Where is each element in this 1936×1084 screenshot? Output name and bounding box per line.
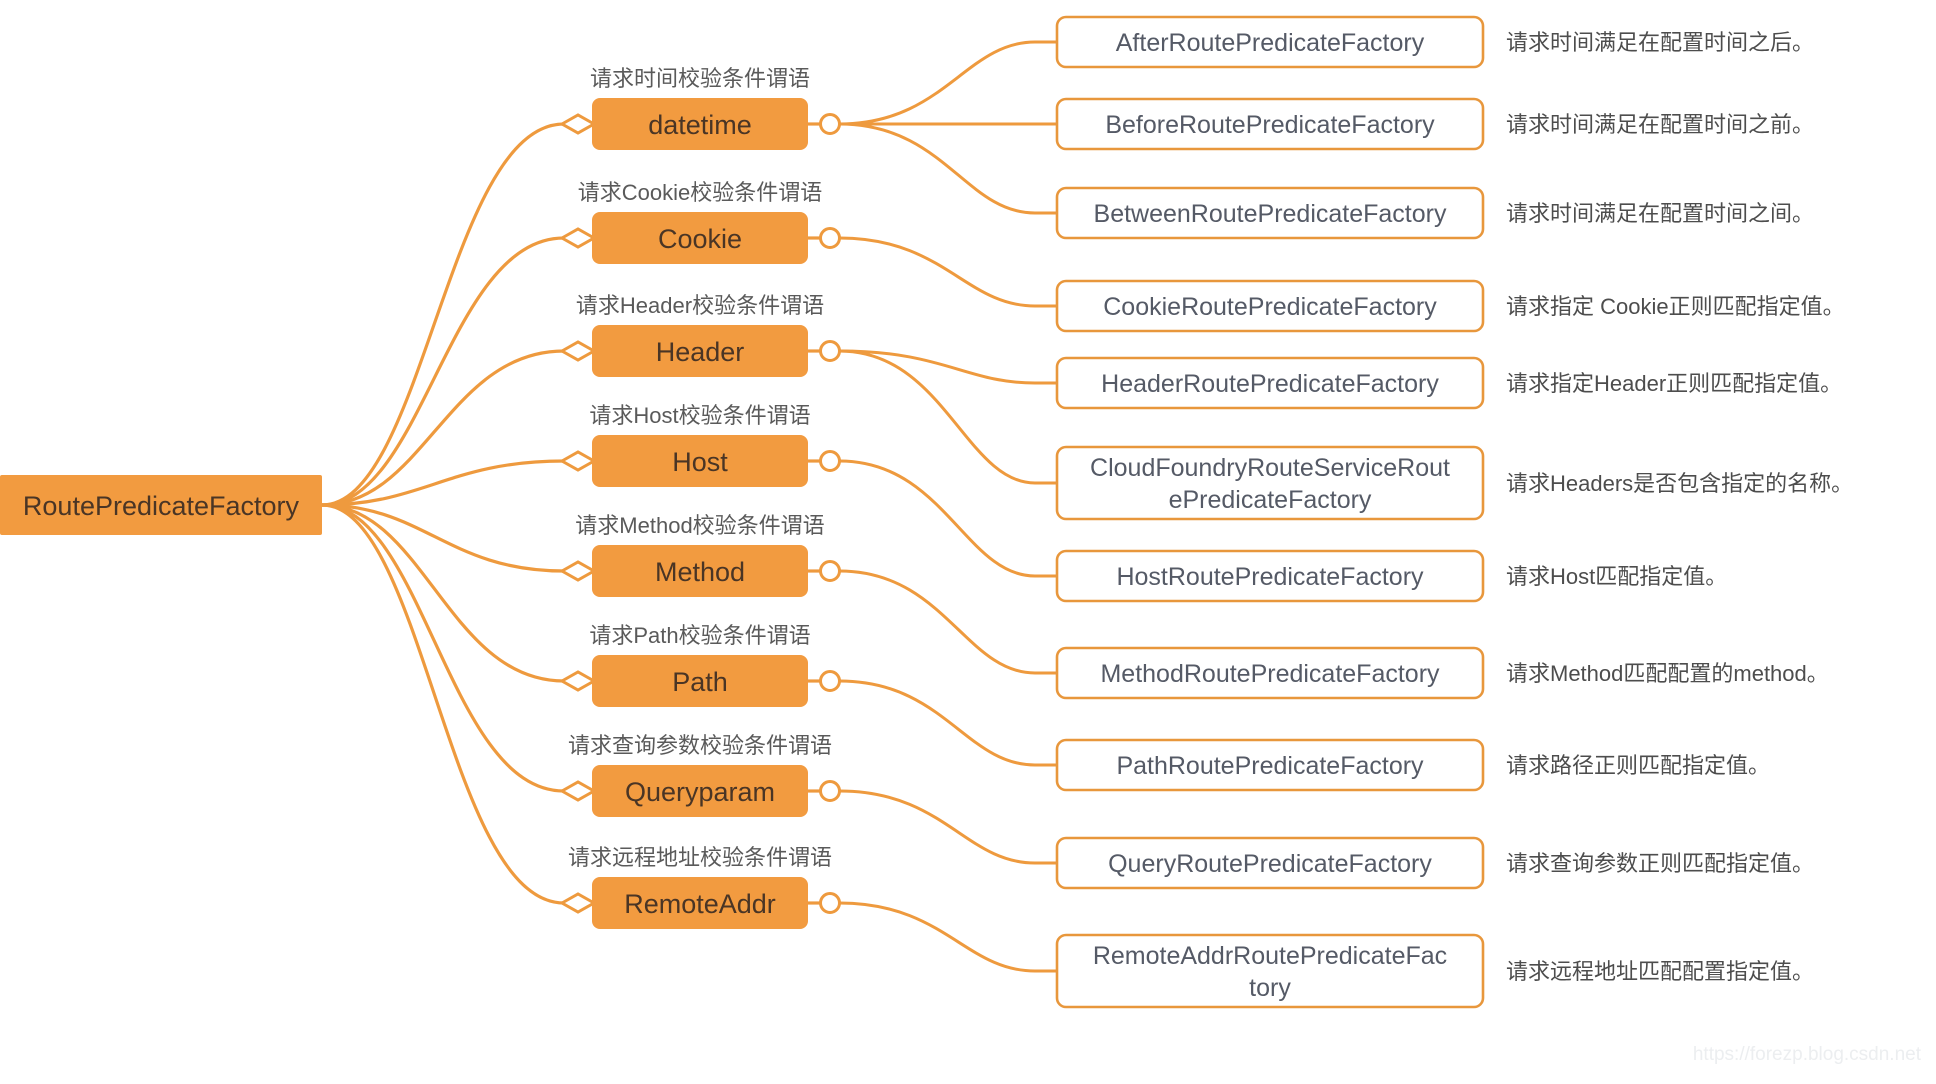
leaf-description: 请求Method匹配配置的method。 [1506, 661, 1829, 686]
branch-caption-remoteaddr: 请求远程地址校验条件谓语 [568, 845, 832, 870]
branch-node-cookie[interactable] [592, 212, 808, 264]
watermark: https://forezp.blog.csdn.net [1693, 1044, 1922, 1065]
leaf-node-label: PathRoutePredicateFactory [1116, 752, 1424, 780]
branch-diamond-marker [558, 227, 598, 249]
root-to-branch-connector [320, 503, 566, 573]
branch-diamond-marker [558, 340, 598, 362]
branch-caption-method: 请求Method校验条件谓语 [575, 513, 824, 538]
text-layer: RoutePredicateFactory 请求时间校验条件谓语 datetime 请… [23, 29, 1853, 1002]
branch-to-leaf-connector [838, 236, 1059, 308]
leaf-description: 请求远程地址匹配配置指定值。 [1506, 959, 1814, 984]
leaf-node[interactable] [1055, 356, 1485, 410]
branch-node-datetime[interactable] [592, 98, 808, 150]
leaf-node-label: HostRoutePredicateFactory [1116, 563, 1424, 591]
branch-to-leaf-connector [838, 901, 1059, 973]
leaf-node[interactable] [1055, 738, 1485, 792]
root-to-branch-connector [320, 349, 566, 507]
branch-to-leaf-connector [838, 789, 1059, 865]
leaf-connector-group [808, 40, 1059, 973]
branch-node-label-datetime: datetime [648, 110, 752, 140]
branch-circle-marker [819, 892, 841, 914]
leaf-description: 请求时间满足在配置时间之前。 [1506, 112, 1814, 137]
branch-node-label-remoteaddr: RemoteAddr [624, 889, 776, 919]
branch-circle-marker [819, 560, 841, 582]
root-node[interactable] [0, 475, 322, 535]
branch-diamond-marker [558, 450, 598, 472]
branch-node-remoteaddr[interactable] [592, 877, 808, 929]
branch-diamond-marker [558, 113, 598, 135]
leaf-node-label: CookieRoutePredicateFactory [1103, 293, 1437, 321]
leaf-node[interactable] [1055, 279, 1485, 333]
leaf-node-label: MethodRoutePredicateFactory [1100, 660, 1440, 688]
branch-node-path[interactable] [592, 655, 808, 707]
branch-node-header[interactable] [592, 325, 808, 377]
branch-node-label-header: Header [656, 337, 745, 367]
root-to-branch-connector [320, 503, 566, 793]
leaf-description: 请求查询参数正则匹配指定值。 [1506, 851, 1814, 876]
branch-node-label-cookie: Cookie [658, 224, 742, 254]
leaf-description: 请求时间满足在配置时间之间。 [1506, 201, 1814, 226]
branch-diamond-marker [558, 780, 598, 802]
root-connector-group [320, 113, 598, 914]
branch-to-leaf-connector [838, 349, 1059, 485]
branch-diamond-marker [558, 560, 598, 582]
leaf-node[interactable] [1055, 186, 1485, 240]
branch-circle-marker [819, 227, 841, 249]
leaf-node-label: BeforeRoutePredicateFactory [1105, 111, 1435, 139]
leaf-node-label: AfterRoutePredicateFactory [1116, 29, 1425, 57]
branch-to-leaf-connector [838, 569, 1059, 675]
leaf-node[interactable] [1055, 549, 1485, 603]
leaf-description: 请求指定 Cookie正则匹配指定值。 [1506, 294, 1845, 319]
branch-to-leaf-connector [838, 459, 1059, 578]
branch-to-leaf-connector [838, 40, 1059, 126]
branch-circle-marker [819, 780, 841, 802]
root-to-branch-connector [320, 236, 566, 507]
root-to-branch-connector [320, 503, 566, 683]
root-node-label: RoutePredicateFactory [23, 491, 300, 521]
branch-circle-marker [819, 113, 841, 135]
branch-caption-queryparam: 请求查询参数校验条件谓语 [568, 733, 832, 758]
branch-to-leaf-connector [838, 349, 1059, 385]
branch-node-host[interactable] [592, 435, 808, 487]
leaf-node-label: QueryRoutePredicateFactory [1108, 850, 1432, 878]
root-to-branch-connector [320, 503, 566, 905]
branch-to-leaf-connector [838, 679, 1059, 767]
branch-caption-host: 请求Host校验条件谓语 [589, 403, 810, 428]
branch-node-label-host: Host [672, 447, 728, 477]
branch-caption-cookie: 请求Cookie校验条件谓语 [578, 180, 822, 205]
root-to-branch-connector [320, 459, 566, 507]
root-to-branch-connector [320, 122, 566, 507]
branch-node-queryparam[interactable] [592, 765, 808, 817]
branch-node-method[interactable] [592, 545, 808, 597]
branch-node-label-path: Path [672, 667, 728, 697]
leaf-description: 请求Host匹配指定值。 [1506, 564, 1727, 589]
leaf-description: 请求Headers是否包含指定的名称。 [1506, 471, 1853, 496]
branch-caption-header: 请求Header校验条件谓语 [576, 293, 824, 318]
leaf-node[interactable] [1055, 97, 1485, 151]
leaf-node[interactable] [1055, 836, 1485, 890]
nodes-layer [0, 15, 1485, 1009]
leaf-description: 请求时间满足在配置时间之后。 [1506, 30, 1814, 55]
leaf-description: 请求路径正则匹配指定值。 [1506, 753, 1770, 778]
branch-caption-path: 请求Path校验条件谓语 [589, 623, 810, 648]
leaf-node[interactable] [1055, 445, 1485, 521]
branch-to-leaf-connector [838, 122, 1059, 215]
branch-diamond-marker [558, 892, 598, 914]
branch-node-label-method: Method [655, 557, 745, 587]
branch-diamond-marker [558, 670, 598, 692]
branch-node-label-queryparam: Queryparam [625, 777, 775, 807]
leaf-description: 请求指定Header正则匹配指定值。 [1506, 371, 1842, 396]
leaf-node[interactable] [1055, 15, 1485, 69]
leaf-node-label: BetweenRoutePredicateFactory [1094, 200, 1447, 228]
leaf-node-label: HeaderRoutePredicateFactory [1101, 370, 1439, 398]
leaf-node[interactable] [1055, 646, 1485, 700]
branch-circle-marker [819, 450, 841, 472]
branch-circle-marker [819, 340, 841, 362]
branch-caption-datetime: 请求时间校验条件谓语 [590, 66, 810, 91]
leaf-node[interactable] [1055, 933, 1485, 1009]
branch-circle-marker [819, 670, 841, 692]
